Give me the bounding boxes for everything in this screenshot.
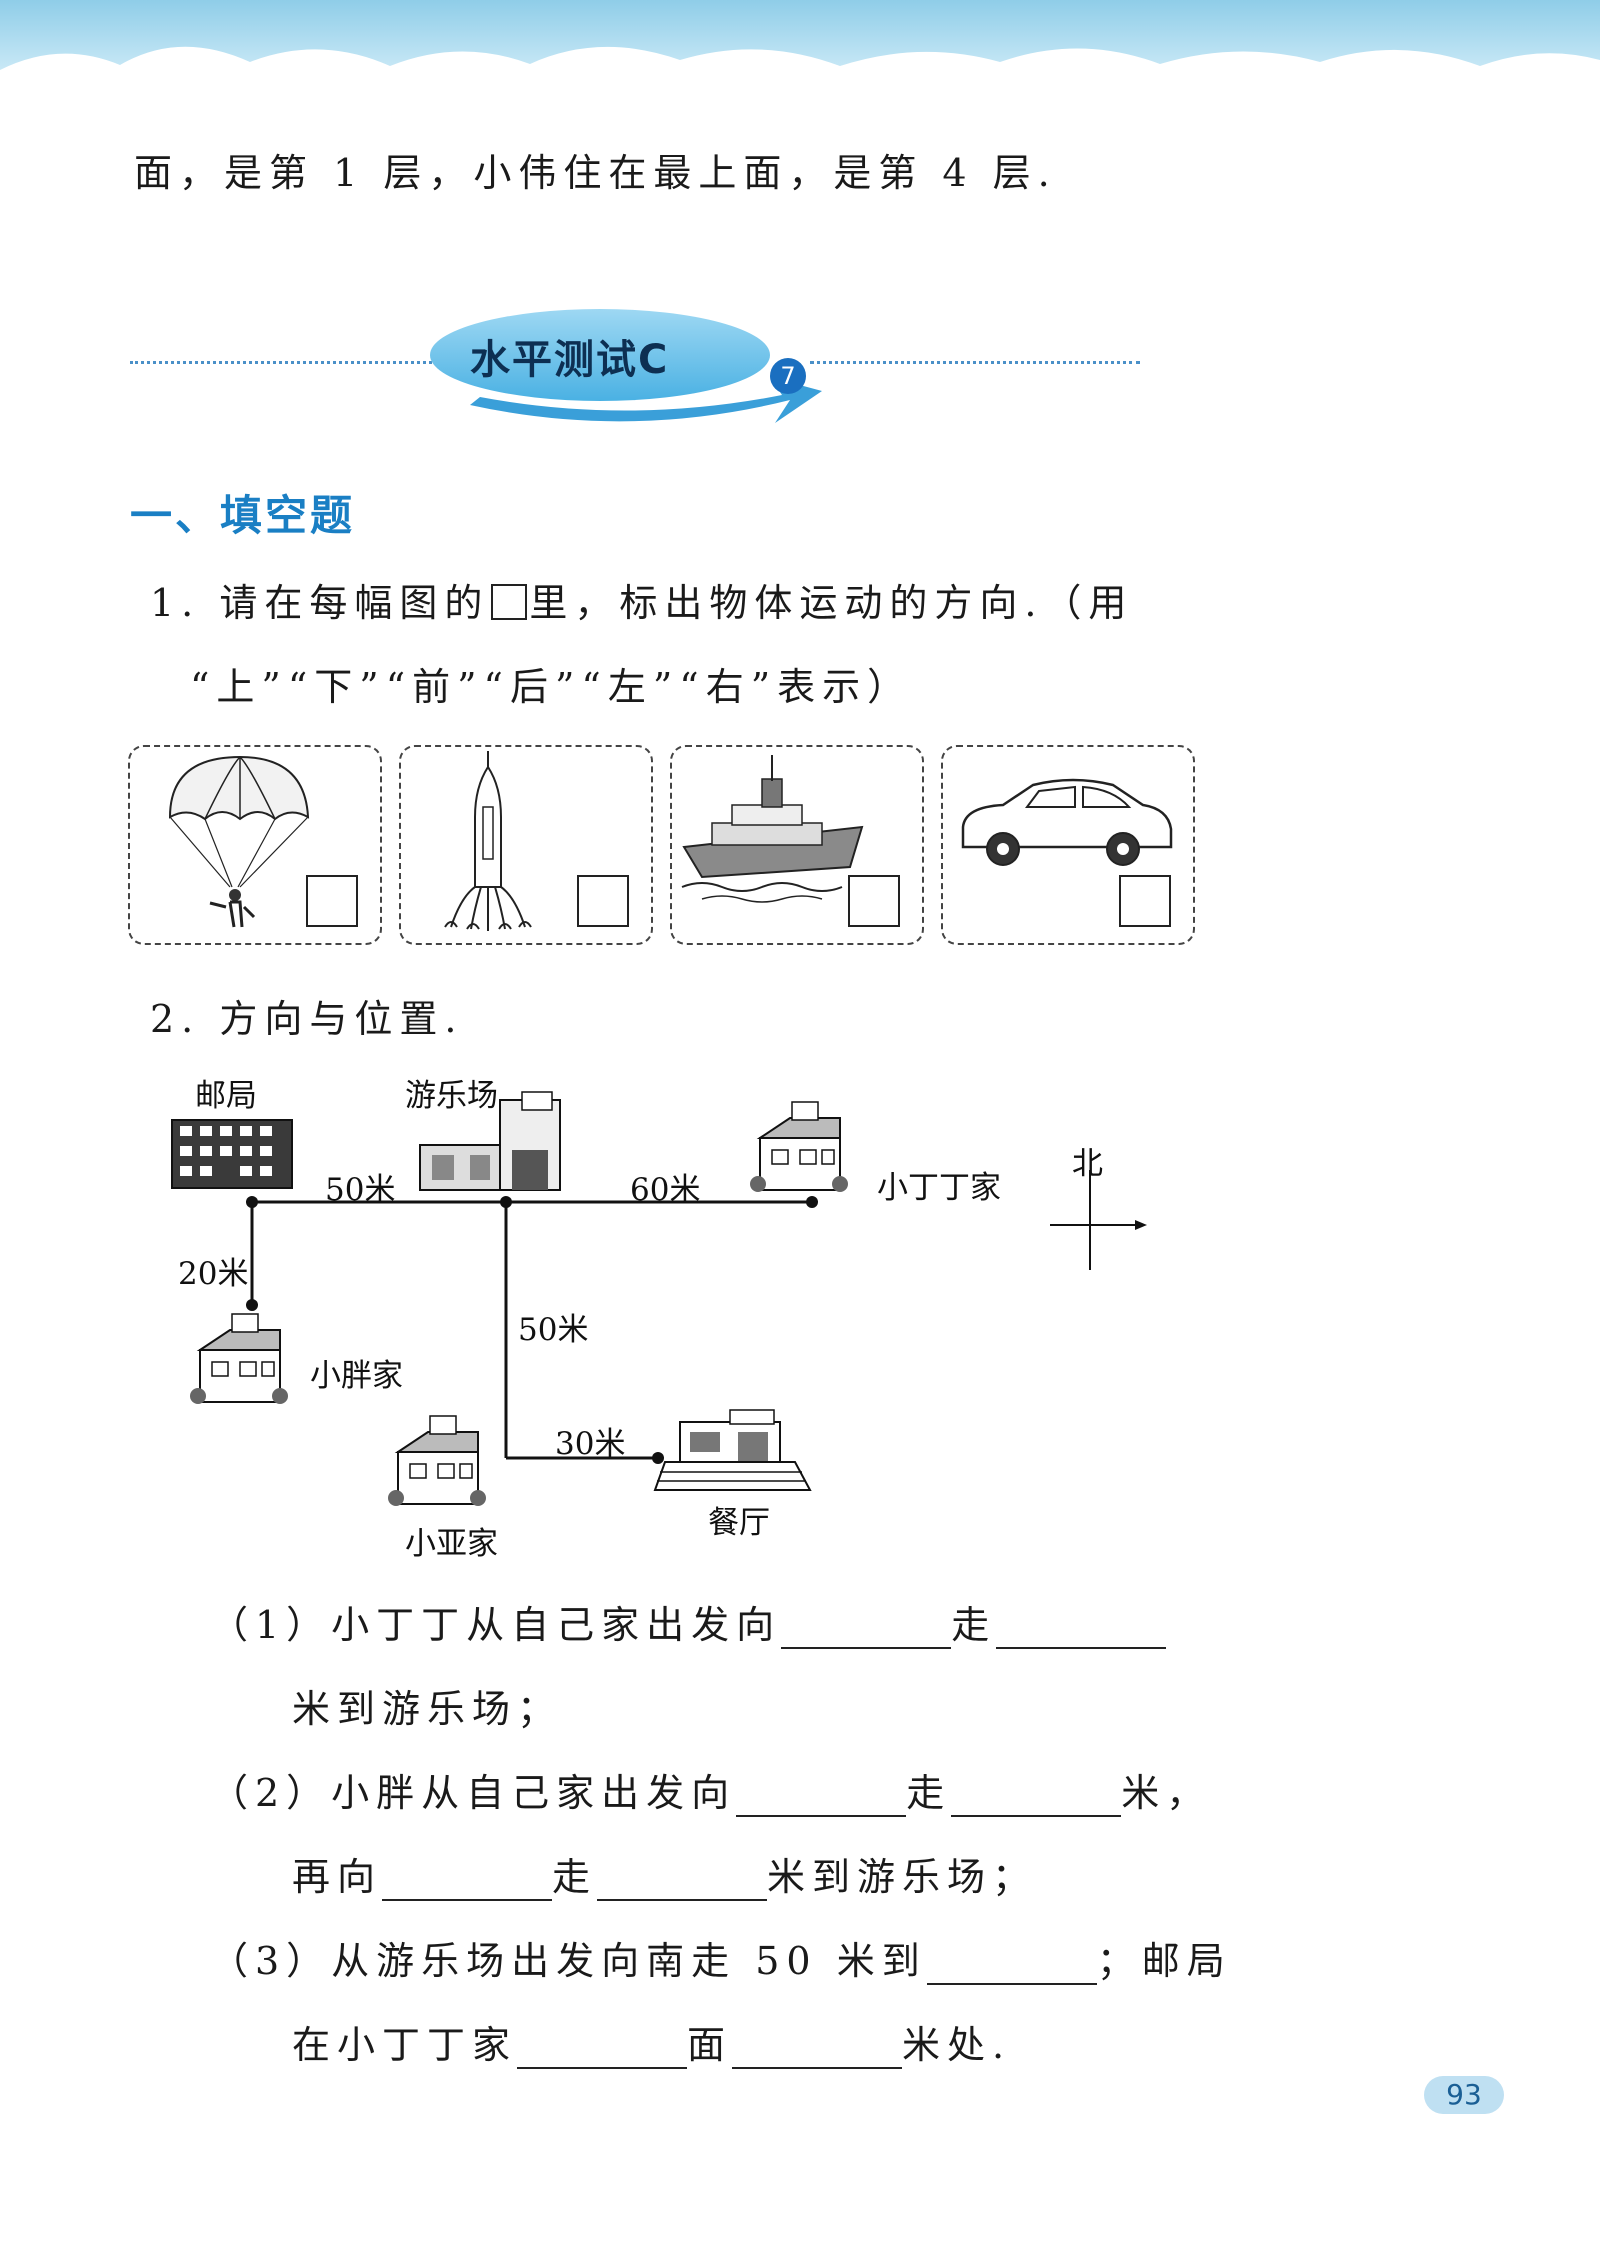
dotted-rule-right: [810, 361, 1140, 364]
q2-sub1-line1: （1）小丁丁从自己家出发向 走: [210, 1594, 1167, 1649]
sub1-text-a: （1）小丁丁从自己家出发向: [210, 1603, 782, 1647]
sub2-text-c: 米，: [1121, 1771, 1212, 1815]
sub2-text-e: 走: [552, 1855, 598, 1899]
sub3-text-a: （3）从游乐场出发向南走 50 米到: [210, 1939, 927, 1983]
label-xiaodingding-home: 小丁丁家: [877, 1170, 1001, 1206]
sub2-text-f: 米到游乐场；: [767, 1855, 1038, 1899]
sub1-text-b: 走: [951, 1603, 997, 1647]
q2-sub1-line2: 米到游乐场；: [292, 1687, 563, 1731]
compass-icon: [1050, 1170, 1147, 1270]
map-routes: [171, 1091, 1147, 1506]
distance-park-to-dingding: 60米: [630, 1172, 701, 1208]
dotted-rule-left: [130, 361, 450, 364]
q2-sub2-line2: 再向 走 米到游乐场；: [292, 1846, 1037, 1901]
blank-sub1-direction[interactable]: [781, 1609, 952, 1649]
label-xiaoya-home: 小亚家: [405, 1526, 498, 1562]
panel-car: [941, 745, 1195, 945]
sub3-text-d: 面: [687, 2023, 733, 2067]
label-restaurant: 餐厅: [708, 1505, 770, 1541]
inline-box-icon: [491, 584, 528, 620]
sub2-text-b: 走: [906, 1771, 952, 1815]
sub3-text-b: ；邮局: [1096, 1939, 1232, 1983]
answer-box-4[interactable]: [1119, 875, 1171, 927]
q1-line1-b: 里，标出物体运动的方向.（用: [529, 581, 1134, 625]
distance-to-restaurant: 30米: [555, 1426, 626, 1462]
answer-box-2[interactable]: [577, 875, 629, 927]
compass-north-label: 北: [1072, 1146, 1103, 1182]
parachute-icon: [168, 755, 310, 928]
test-badge: 水平测试C 7: [130, 305, 1140, 435]
q2-sub2-line1: （2）小胖从自己家出发向 走 米，: [210, 1762, 1211, 1817]
ship-icon: [681, 755, 864, 903]
rocket-icon: [444, 751, 532, 931]
answer-box-3[interactable]: [848, 875, 900, 927]
intro-line: 面，是第 1 层，小伟住在最上面，是第 4 层.: [134, 151, 1057, 195]
q2-title: 2. 方向与位置.: [150, 997, 464, 1041]
distance-park-south: 50米: [518, 1312, 589, 1348]
label-amusement-park: 游乐场: [405, 1078, 498, 1114]
blank-sub2-distance-1[interactable]: [951, 1777, 1122, 1817]
label-xiaopang-home: 小胖家: [310, 1358, 403, 1394]
blank-sub2-direction-1[interactable]: [736, 1777, 907, 1817]
panel-rocket: [399, 745, 653, 945]
amusement-park-building-icon: [419, 1091, 561, 1191]
sub2-text-a: （2）小胖从自己家出发向: [210, 1771, 737, 1815]
page-number: 93: [1424, 2076, 1504, 2114]
blank-sub3-distance[interactable]: [732, 2029, 903, 2069]
top-cloud-banner: [0, 0, 1600, 130]
blank-sub2-direction-2[interactable]: [382, 1861, 553, 1901]
panel-parachute: [128, 745, 382, 945]
blank-sub3-place[interactable]: [926, 1945, 1097, 1985]
sub3-text-e: 米处.: [902, 2023, 1012, 2067]
badge-shape: [430, 309, 822, 423]
badge-title: 水平测试C: [470, 337, 670, 383]
q1-line2: “上”“下”“前”“后”“左”“右”表示）: [190, 665, 913, 709]
distance-post-to-pang: 20米: [178, 1256, 249, 1292]
xiaoya-house-icon: [388, 1415, 486, 1506]
sub2-text-d: 再向: [292, 1855, 383, 1899]
sub3-text-c: 在小丁丁家: [292, 2023, 518, 2067]
label-post-office: 邮局: [195, 1078, 257, 1114]
blank-sub1-distance[interactable]: [996, 1609, 1167, 1649]
panel-ship: [670, 745, 924, 945]
distance-post-to-park: 50米: [325, 1172, 396, 1208]
q2-sub3-line1: （3）从游乐场出发向南走 50 米到 ；邮局: [210, 1930, 1232, 1985]
direction-map: 邮局 游乐场 小丁丁家 小胖家 小亚家 餐厅 50米 60米 20米 50米 3…: [150, 1060, 1160, 1562]
q1-line1-a: 1. 请在每幅图的: [150, 581, 490, 625]
blank-sub3-direction[interactable]: [517, 2029, 688, 2069]
blank-sub2-distance-2[interactable]: [597, 1861, 768, 1901]
restaurant-building-icon: [653, 1409, 812, 1491]
xiaopang-house-icon: [190, 1313, 288, 1404]
car-icon: [961, 778, 1173, 866]
q2-sub3-line2: 在小丁丁家 面 米处.: [292, 2014, 1011, 2069]
answer-box-1[interactable]: [306, 875, 358, 927]
xiaodingding-house-icon: [750, 1101, 848, 1192]
post-office-building-icon: [171, 1119, 293, 1189]
q1-line1: 1. 请在每幅图的里，标出物体运动的方向.（用: [150, 572, 1133, 627]
badge-number: 7: [770, 358, 806, 394]
section-title: 一、填空题: [130, 491, 356, 540]
